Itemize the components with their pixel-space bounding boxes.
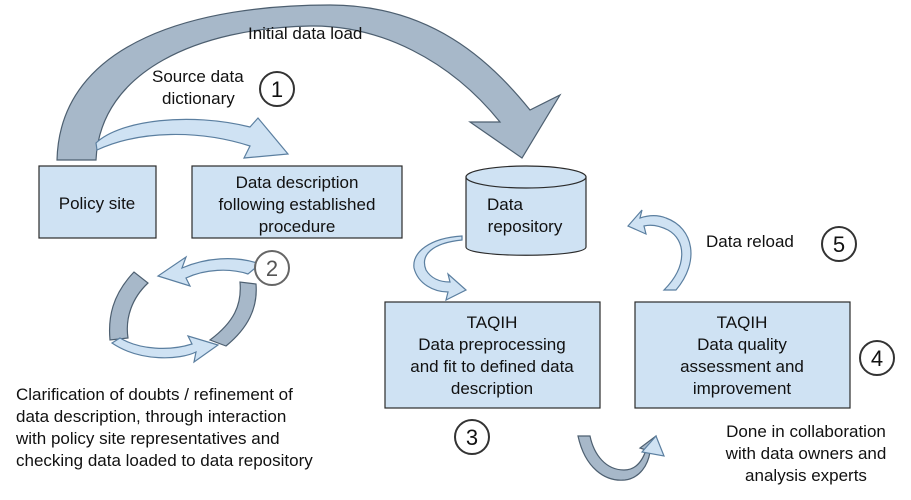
taqih-quality-line-3: assessment and	[680, 357, 804, 376]
taqih-preprocess-line-1: TAQIH	[467, 313, 518, 332]
step-3-circle	[454, 419, 490, 455]
policy-site-box	[38, 165, 157, 239]
taqih-quality-line-4: improvement	[693, 379, 792, 398]
data-reload-arrow	[627, 209, 692, 291]
taqih-preprocess-line-2: Data preprocessing	[418, 335, 565, 354]
taqih-preprocess-box	[384, 301, 601, 409]
step-5-number: 5	[833, 232, 845, 257]
step-2-circle	[254, 250, 290, 286]
data-description-line-2: following established	[219, 195, 376, 214]
taqih-quality-box	[634, 301, 851, 409]
step-1-number: 1	[271, 77, 283, 102]
repository-line-1: Data	[487, 195, 523, 214]
data-repository-top	[465, 165, 587, 189]
clarification-line-2: data description, through interaction	[16, 407, 286, 426]
data-description-line-3: procedure	[259, 217, 336, 236]
collaboration-line-2: with data owners and	[725, 444, 887, 463]
collaboration-line-3: analysis experts	[745, 466, 867, 485]
taqih-quality-line-2: Data quality	[697, 335, 787, 354]
preprocess-to-quality-arrow	[577, 434, 659, 481]
clarification-line-1: Clarification of doubts / refinement of	[16, 385, 293, 404]
taqih-quality-line-1: TAQIH	[717, 313, 768, 332]
collaboration-line-1: Done in collaboration	[726, 422, 886, 441]
repository-line-2: repository	[488, 217, 563, 236]
step-5-circle	[821, 226, 857, 262]
data-description-line-1: Data description	[236, 173, 359, 192]
policy-site-label: Policy site	[59, 194, 136, 213]
step-2-number: 2	[266, 256, 278, 281]
taqih-preprocess-line-4: description	[451, 379, 533, 398]
step-4-number: 4	[871, 346, 883, 371]
step-4-circle	[859, 340, 895, 376]
repository-to-preprocess-arrow	[413, 235, 468, 302]
data-description-box	[191, 165, 403, 239]
data-reload-label: Data reload	[706, 232, 794, 251]
step-3-number: 3	[466, 425, 478, 450]
initial-load-label: Initial data load	[248, 24, 362, 43]
source-dictionary-label-1: Source data	[152, 67, 244, 86]
preprocess-to-quality-arrow-head	[640, 434, 665, 457]
source-dictionary-arrow	[95, 117, 290, 159]
step-1-circle	[259, 71, 295, 107]
cycle-arrow-top	[156, 255, 262, 287]
clarification-line-3: with policy site representatives and	[15, 429, 280, 448]
taqih-preprocess-line-3: and fit to defined data	[410, 357, 574, 376]
cycle-arrow-left	[108, 271, 149, 341]
source-dictionary-label-2: dictionary	[162, 89, 235, 108]
initial-load-arrow	[56, 4, 562, 161]
cycle-arrow-bottom	[110, 335, 220, 364]
cycle-arrow-right	[208, 281, 257, 347]
clarification-line-4: checking data loaded to data repository	[16, 451, 313, 470]
